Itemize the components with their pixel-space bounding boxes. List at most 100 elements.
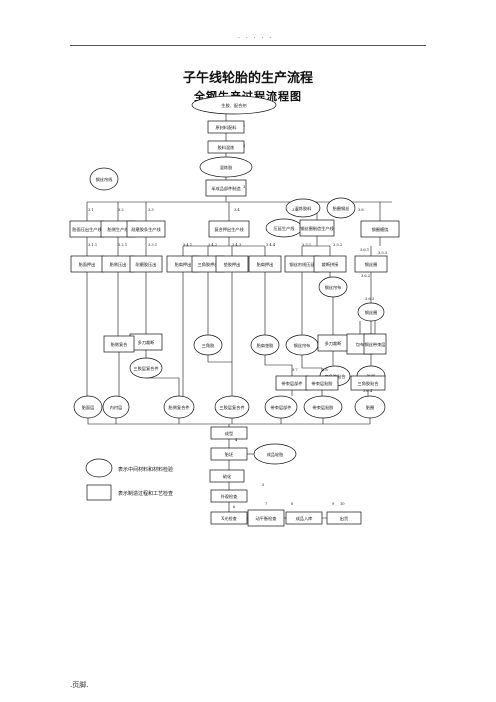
node-mix: 胶料混炼 <box>207 140 245 154</box>
node-cut-p: 裁断拼接 <box>313 255 347 273</box>
node-bead3: 胎圈 <box>354 395 386 419</box>
svg-text:钢丝圈制造生产线: 钢丝圈制造生产线 <box>300 225 334 232</box>
svg-text:耐磨胶压出: 耐磨胶压出 <box>136 261 157 268</box>
node-finished-e: 成品轮胎 <box>253 443 297 465</box>
legend-box-symbol <box>86 484 112 501</box>
node-innerliner-p: 胎肩押出 <box>248 255 282 273</box>
node-cord: 钢丝帘线 <box>89 167 119 191</box>
svg-text:生胶、配合剂: 生胶、配合剂 <box>221 102 246 109</box>
node-bead2: 带束层部件 <box>264 395 298 419</box>
svg-text:内衬层: 内衬层 <box>110 404 123 411</box>
svg-text:成型: 成型 <box>225 430 233 437</box>
svg-text:混炼胶: 混炼胶 <box>220 164 233 171</box>
step-label: 3.5.3 <box>378 251 388 255</box>
node-cure-in: 硫化 <box>209 469 245 483</box>
step-label: 3.5 <box>292 208 298 212</box>
page-title: 子午线轮胎的生产流程 <box>182 71 313 86</box>
node-bead-e: 钢丝圈 <box>357 302 385 322</box>
node-cushion-p: 垫胶押出 <box>215 255 249 273</box>
legend-ellipse-symbol <box>85 458 113 478</box>
svg-text:胎肩押出: 胎肩押出 <box>175 261 192 268</box>
step-label: 3 <box>243 185 246 189</box>
svg-text:钢丝圈: 钢丝圈 <box>365 261 378 268</box>
svg-text:成品轮胎: 成品轮胎 <box>267 451 285 458</box>
step-label: 3.1 <box>88 208 94 212</box>
node-belt-e: 带束层部件 <box>275 375 309 391</box>
node-store: 成品入库 <box>285 511 323 525</box>
svg-text:混炼胶料: 混炼胶料 <box>295 205 313 212</box>
step-label: 3.6.4 <box>363 389 373 393</box>
node-ply2: 带束层贴胶 <box>303 395 343 419</box>
step-label: 1 <box>243 124 245 128</box>
node-green: 胎坯 <box>210 447 248 461</box>
svg-text:成品入库: 成品入库 <box>296 515 313 522</box>
svg-text:压延生产线: 压延生产线 <box>274 225 296 232</box>
svg-text:动平衡检查: 动平衡检查 <box>256 515 278 522</box>
svg-text:三角胶贴合: 三角胶贴合 <box>358 380 380 387</box>
node-bead-line: 钢丝圈制造生产线 <box>299 219 335 237</box>
step-label: 3.6.3 <box>365 297 375 301</box>
node-weigh: 原材料配料 <box>207 120 245 134</box>
svg-text:钢丝圈: 钢丝圈 <box>365 309 378 316</box>
step-label: 3.8 <box>322 368 328 372</box>
flow-edge <box>207 355 232 363</box>
flow-edge <box>87 418 371 425</box>
node-sheet: 混炼胶 <box>199 156 253 178</box>
svg-text:三胶层复合件: 三胶层复合件 <box>219 404 244 411</box>
node-inner-e: 内衬层 <box>102 395 130 419</box>
node-small-e2: 三胶层复合件 <box>214 395 250 419</box>
node-tread-line: 胎面压出生产线 <box>69 220 105 238</box>
step-label: 3.5.2 <box>333 243 342 247</box>
svg-text:外观检查: 外观检查 <box>221 493 239 500</box>
step-label: 3.2 <box>118 208 124 212</box>
svg-text:胶料混炼: 胶料混炼 <box>218 144 235 151</box>
legend: 表示中间材料和材料检验 表示制造过程和工艺检查 <box>85 458 173 501</box>
step-label: 5 <box>262 483 265 487</box>
svg-text:裁断拼接: 裁断拼接 <box>322 261 340 268</box>
node-bead-wind: 钢圈缠绕 <box>360 220 400 238</box>
node-cord-e: 钢丝帘布 <box>318 276 348 298</box>
node-tri-e: 三角胶 <box>193 334 223 356</box>
svg-text:钢圈缠绕: 钢圈缠绕 <box>372 226 389 233</box>
step-label: 3.3.1 <box>148 243 157 247</box>
node-multi2: 多刀裁断 <box>317 334 349 352</box>
node-btb: 钢丝带束层 <box>363 333 387 355</box>
step-label: 3.1.1 <box>88 243 97 247</box>
step-label: 3.6.2 <box>361 274 370 278</box>
svg-text:钢丝帘布: 钢丝帘布 <box>325 284 342 291</box>
step-label: 3.4.3 <box>232 243 242 247</box>
node-multi-cut: 多刀裁断 <box>129 333 163 351</box>
node-bead-ring: 钢丝圈 <box>354 255 388 273</box>
svg-text:胎侧生产线: 胎侧生产线 <box>108 226 130 233</box>
svg-text:胎面押出: 胎面押出 <box>79 261 96 268</box>
node-bead-ex2: 三角胶贴合 <box>350 375 386 391</box>
step-label: 7 <box>265 502 268 506</box>
svg-text:胎侧压出: 胎侧压出 <box>110 261 127 268</box>
node-inspect: 外观检查 <box>210 489 248 503</box>
svg-text:半成品部件制造: 半成品部件制造 <box>211 185 241 192</box>
step-label: 3.4 <box>234 208 240 212</box>
node-bead-wire: 胎圈钢丝 <box>326 197 356 219</box>
svg-text:胎圈: 胎圈 <box>366 404 374 411</box>
svg-text:胎侧复合: 胎侧复合 <box>111 341 129 348</box>
step-label: 3.6.1 <box>360 248 369 252</box>
svg-text:三角胶: 三角胶 <box>202 342 215 349</box>
svg-text:多刀裁断: 多刀裁断 <box>325 340 343 347</box>
svg-text:钢丝帘线压延: 钢丝帘线压延 <box>289 261 315 268</box>
flow-edge <box>301 355 323 376</box>
svg-text:带束层部件: 带束层部件 <box>271 404 292 411</box>
flow-edge <box>146 377 180 396</box>
node-gear-line: 压延生产线 <box>265 218 303 238</box>
node-sw-comp: 胎侧复合 <box>103 335 135 353</box>
node-ply-e: 带束层贴胶 <box>305 375 339 391</box>
node-small-e: 三胶层复合件 <box>129 357 163 379</box>
svg-text:多刀裁断: 多刀裁断 <box>138 339 156 346</box>
step-label: 8 <box>291 502 294 506</box>
node-dyn: 动平衡检查 <box>247 509 285 527</box>
svg-text:复合押出生产线: 复合押出生产线 <box>214 226 244 233</box>
step-label: 3.4.4 <box>266 243 276 247</box>
node-apex-p: 胎肩押出 <box>166 255 200 273</box>
